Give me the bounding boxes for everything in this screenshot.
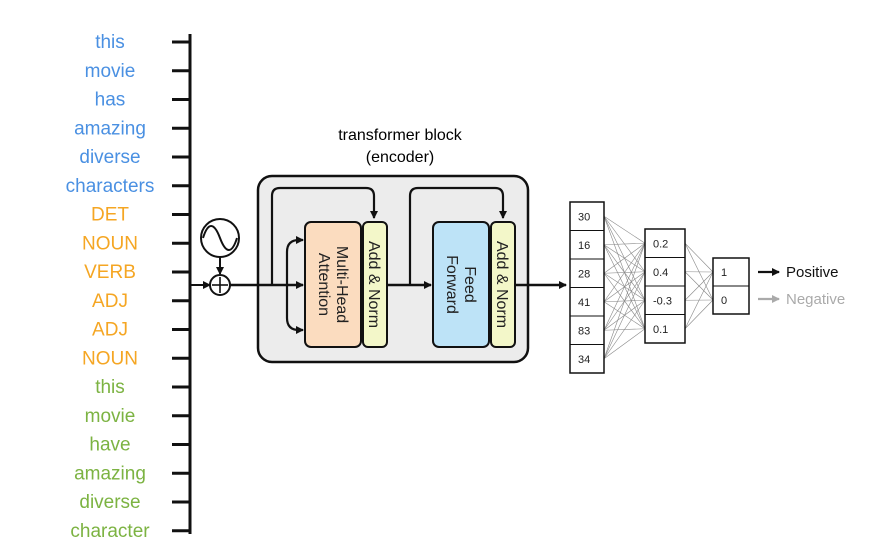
token-label: character [70, 521, 150, 542]
layer-cell [569, 315, 605, 345]
layer-1: 30 16 28 41 83 34 [569, 201, 605, 374]
residual-arrow-2 [408, 186, 507, 285]
layer-3: 10 [712, 257, 750, 315]
connection-line [603, 243, 646, 331]
add-norm-label-1: Add & Norm [365, 241, 382, 328]
block-title-line1: transformer block [338, 127, 463, 144]
token-label: characters [66, 176, 155, 197]
connection-line [603, 243, 646, 359]
layer-border [712, 257, 750, 315]
connection-line [684, 243, 714, 273]
token-label: amazing [74, 463, 146, 484]
layer-cell-value: 34 [578, 354, 590, 366]
attention-label-line2: Attention [315, 253, 332, 316]
layer-cell-value: 1 [721, 267, 727, 279]
token-label: has [95, 90, 126, 111]
layer-cell-value: 0.2 [653, 238, 668, 250]
attention-label-line1: Multi-Head [333, 246, 350, 323]
layer-cell [712, 257, 750, 287]
sine-wave-circle-icon [200, 218, 240, 258]
connection-line [603, 243, 646, 274]
connection-line [684, 271, 714, 301]
connection-line [684, 299, 714, 329]
feed-forward-box [432, 221, 490, 348]
multi-head-attention-box [304, 221, 362, 348]
token-label: amazing [74, 118, 146, 139]
token-label: diverse [79, 492, 140, 513]
layer-cell [644, 314, 686, 344]
layer-cell-value: -0.3 [653, 295, 672, 307]
layer-border [569, 201, 605, 374]
token-label: VERB [84, 262, 136, 283]
layer-border [644, 228, 686, 344]
plus-circle-icon [209, 274, 231, 296]
connection-line [603, 328, 646, 359]
negative-label: Negative [786, 291, 845, 308]
block-title-line2: (encoder) [366, 149, 434, 166]
token-label: NOUN [82, 233, 138, 254]
layer-cell [712, 285, 750, 315]
ff-label-line2: Forward [443, 255, 460, 314]
attention-split-bottom [285, 285, 304, 334]
layer-cell [644, 285, 686, 315]
layer-cell-value: 0 [721, 295, 727, 307]
token-label: DET [91, 205, 129, 226]
dense-connections [603, 215, 714, 359]
positive-label: Positive [786, 264, 839, 281]
layer-cell-value: 16 [578, 240, 590, 252]
token-label: diverse [79, 147, 140, 168]
token-label: ADJ [92, 291, 128, 312]
connection-line [603, 243, 646, 302]
token-label: movie [85, 61, 136, 82]
layer-cell-value: 0.4 [653, 267, 668, 279]
connection-line [603, 215, 646, 244]
layer-cell-value: 41 [578, 297, 590, 309]
token-label: ADJ [92, 320, 128, 341]
layer-cell [569, 201, 605, 231]
token-label: NOUN [82, 348, 138, 369]
token-label: this [95, 377, 125, 398]
token-label: movie [85, 406, 136, 427]
layer-2: 0.2 0.4 -0.3 0.1 [644, 228, 686, 344]
attention-split-top [285, 236, 304, 285]
connection-line [603, 271, 646, 359]
layer-cell-value: 30 [578, 211, 590, 223]
layer-cell-value: 83 [578, 325, 590, 337]
token-label: this [95, 32, 125, 53]
residual-arrow-1 [270, 186, 378, 285]
connection-line [603, 242, 646, 246]
connection-line [603, 300, 646, 359]
layer-cell-value: 0.1 [653, 324, 668, 336]
ff-label-line1: Feed [461, 266, 478, 302]
add-norm-label-2: Add & Norm [493, 241, 510, 328]
layer-cell [569, 230, 605, 260]
layer-cell-value: 28 [578, 268, 590, 280]
token-label: have [89, 435, 130, 456]
connection-line [684, 271, 714, 329]
